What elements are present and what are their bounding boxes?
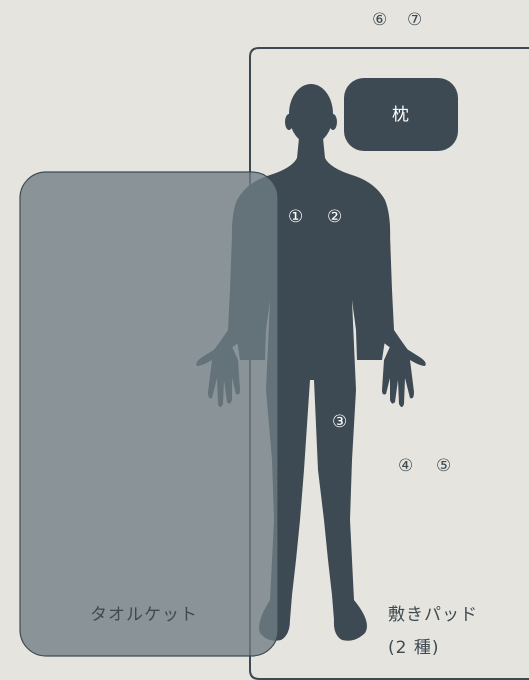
towel-blanket [20,172,278,656]
towel-blanket-label: タオルケット [90,607,198,624]
bed-pad-label: 敷きパッド [388,607,478,624]
bed-pad-count-label: (2 種) [388,640,439,657]
marker-2: ② [327,209,343,226]
marker-5: ⑤ [436,458,452,475]
marker-6: ⑥ [372,12,388,29]
pillow-label: 枕 [392,107,410,124]
marker-7: ⑦ [407,12,423,29]
marker-3: ③ [332,414,348,431]
marker-1: ① [288,209,304,226]
marker-4: ④ [398,458,414,475]
